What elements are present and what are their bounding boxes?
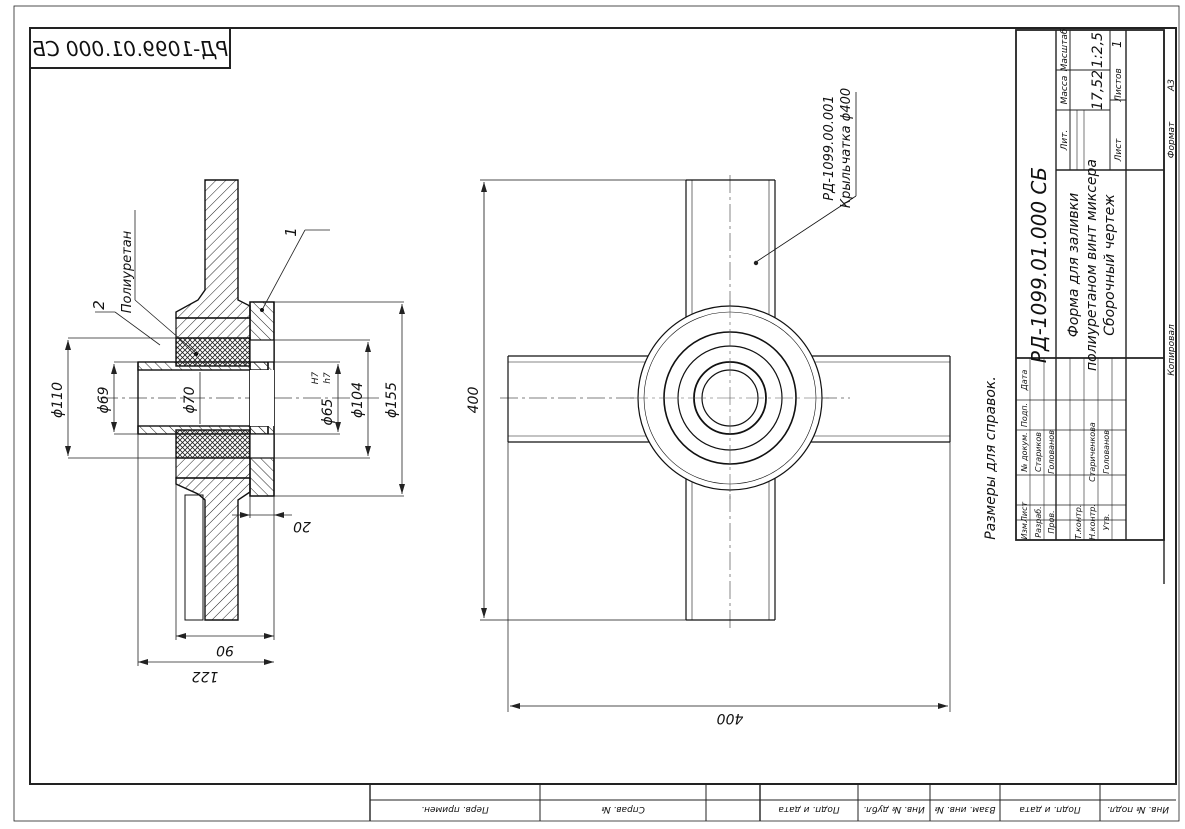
- blade-lower: [175, 477, 251, 621]
- tb-row3-role: Т.контр.: [1074, 505, 1083, 540]
- outer-frame: [13, 5, 1180, 822]
- position-2: 2: [90, 300, 108, 310]
- dim-d70: ϕ70: [182, 386, 198, 413]
- section-view: ϕ110 ϕ69 ϕ70 ϕ65 H7 h7 ϕ104 ϕ155 Полиуре…: [50, 179, 405, 684]
- tb-format: Формат: [1167, 121, 1177, 158]
- tb-mass-value: 17,52: [1090, 70, 1106, 110]
- tb-row0-role: Изм.: [1020, 521, 1029, 540]
- strip-podp-data-1: Подп. и дата: [778, 804, 839, 814]
- sleeve-lower: [137, 425, 269, 435]
- tb-sheets-label: Листов: [1114, 68, 1124, 103]
- strip-podp-data-2: Подп. и дата: [1019, 804, 1080, 814]
- tb-name-line2: полиуретаном винт миксера: [1084, 159, 1100, 371]
- tb-sheets-value: 1: [1110, 40, 1124, 48]
- tb-row1-name: Стариков: [1034, 432, 1043, 472]
- tb-sheet-label: Лист: [1114, 138, 1124, 163]
- hub-lower: [175, 457, 251, 479]
- tb-designation: РД-1099.01.000 СБ: [1027, 167, 1051, 363]
- tb-col-scale: Масштаб: [1060, 28, 1070, 71]
- tb-copied: Копировал: [1167, 324, 1177, 376]
- tb-col-mass: Масса: [1060, 76, 1070, 105]
- tb-row5-name: Голованов: [1102, 430, 1111, 474]
- plan-view: [480, 92, 951, 712]
- mirrored-code-text: РД-1099.01.000 СБ: [32, 37, 228, 61]
- dim-20: 20: [293, 518, 311, 534]
- plan-leader-line1: РД-1099.00.001: [822, 95, 837, 200]
- tb-row0-doc: № докум.: [1020, 432, 1029, 472]
- tb-row2-role: Пров.: [1047, 510, 1056, 533]
- tb-row1-role: Разраб.: [1034, 506, 1043, 537]
- dim-d69: ϕ69: [96, 386, 112, 413]
- dim-122: 122: [192, 668, 219, 684]
- tb-name-line1: Форма для заливки: [1066, 193, 1082, 337]
- plan-dim-400-horizontal: 400: [717, 710, 744, 726]
- tb-col-lit: Лит.: [1060, 130, 1070, 152]
- sleeve-upper: [137, 361, 269, 371]
- tb-row0-sign: Подп.: [1020, 403, 1029, 427]
- tb-scale-value: 1:2,5: [1090, 32, 1106, 68]
- position-1: 1: [282, 227, 300, 237]
- strip-sprav-no: Справ. №: [601, 804, 645, 814]
- mirrored-code-box: РД-1099.01.000 СБ: [29, 27, 231, 69]
- hub-upper: [175, 317, 251, 339]
- dim-d155: ϕ155: [384, 382, 400, 418]
- label-polyurethane: Полиуретан: [120, 230, 135, 313]
- strip-inv-podl: Инв. № подл.: [1107, 804, 1169, 814]
- tb-row0-date: Дата: [1020, 370, 1029, 392]
- tb-row0-name: Лист: [1020, 502, 1029, 524]
- strip-perv-primen: Перв. примен.: [421, 804, 489, 814]
- strip-vzam-inv: Взам. инв. №: [934, 804, 995, 814]
- note-reference-dims: Размеры для справок.: [983, 376, 999, 540]
- tb-name-line3: Сборочный чертеж: [1102, 194, 1118, 336]
- tb-row2-name: Голованов: [1047, 430, 1056, 474]
- plan-dim-400-vertical: 400: [466, 387, 482, 414]
- bottom-strip: [369, 784, 1176, 821]
- tb-row4-name: Стариченкова: [1088, 422, 1097, 482]
- dim-d65-tol-bottom: h7: [323, 372, 333, 384]
- dim-d65-tol-top: H7: [311, 371, 321, 384]
- tb-row4-role: Н.контр.: [1088, 504, 1097, 540]
- plan-leader-line2: Крыльчатка ϕ400: [839, 88, 854, 208]
- strip-inv-dubl: Инв. № дубл.: [863, 804, 925, 814]
- dim-d65: ϕ65: [320, 398, 336, 425]
- dim-90: 90: [216, 642, 234, 658]
- dim-d110: ϕ110: [50, 382, 66, 418]
- tb-format-value: A3: [1167, 79, 1177, 92]
- dim-d104: ϕ104: [350, 382, 366, 418]
- blade-upper: [175, 179, 251, 319]
- tb-row5-role: Утв.: [1102, 514, 1111, 531]
